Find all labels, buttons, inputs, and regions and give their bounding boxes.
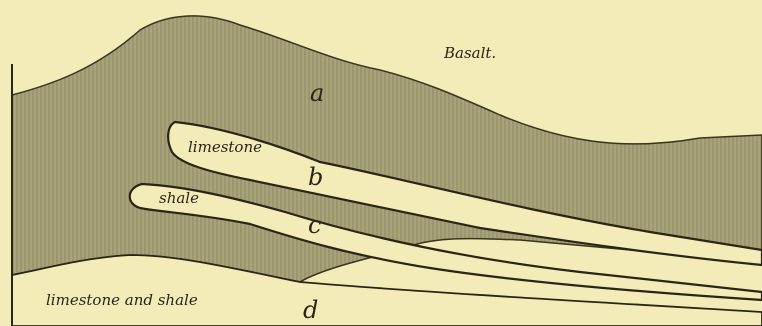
basalt-label: Basalt. <box>443 44 496 62</box>
limestone-label: limestone <box>188 138 262 156</box>
limestone-and-shale-label: limestone and shale <box>46 291 198 309</box>
layer-b-label: b <box>308 163 323 191</box>
layer-c-label: c <box>308 211 321 239</box>
shale-label: shale <box>159 189 199 207</box>
layer-a-label: a <box>310 79 324 107</box>
layer-d-label: d <box>303 296 318 324</box>
